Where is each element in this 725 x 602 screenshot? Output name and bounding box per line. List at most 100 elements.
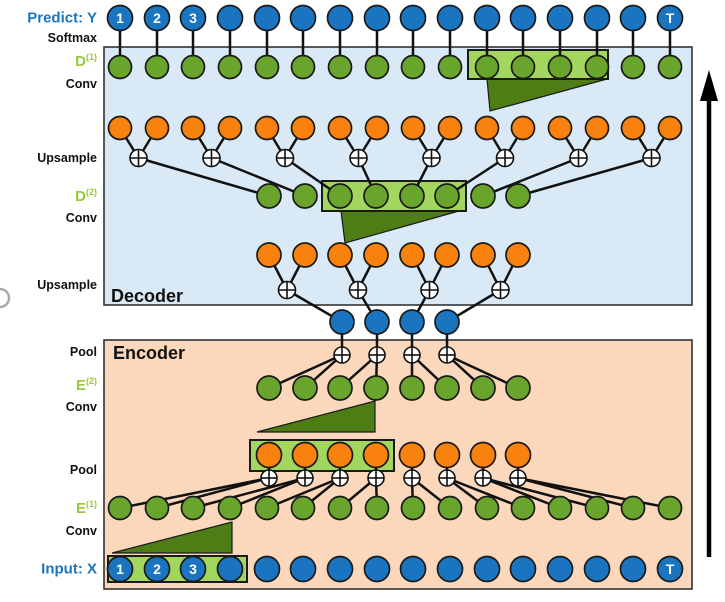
input-node-16 [656, 555, 684, 583]
edge [155, 476, 271, 510]
label-conv-d1: Conv [65, 76, 97, 91]
input-node-15 [619, 555, 647, 583]
up1-out-node-14 [584, 115, 610, 141]
input-node-9 [399, 555, 427, 583]
predict-node-12 [509, 4, 537, 32]
e1-node-4 [217, 495, 243, 521]
up1-out-node-4 [217, 115, 243, 141]
e1-node-10 [437, 495, 463, 521]
label-upsample-2: Upsample [37, 277, 97, 292]
d1-node-8 [364, 54, 390, 80]
label-input-x: Input: X [41, 560, 97, 578]
edge [228, 476, 307, 510]
input-node-label-2: 2 [153, 561, 161, 577]
input-node-7 [326, 555, 354, 583]
predict-node-1 [106, 4, 134, 32]
up1-plus-node-2 [202, 148, 221, 168]
up1-plus-node-8 [642, 148, 661, 168]
d1-node-13 [547, 54, 573, 80]
up1-out-node-16 [657, 115, 683, 141]
up1-out-node-6 [290, 115, 316, 141]
e1-node-12 [510, 495, 536, 521]
up2-out-node-7 [470, 242, 496, 268]
e1-node-8 [364, 495, 390, 521]
up1-out-node-13 [547, 115, 573, 141]
pool2-plus-node-2 [368, 346, 386, 364]
pool1-plus-node-5 [403, 469, 421, 487]
d1-node-5 [254, 54, 280, 80]
pool1-out-node-1 [255, 441, 283, 469]
input-node-13 [546, 555, 574, 583]
edge [210, 156, 307, 198]
d2-node-4 [363, 183, 389, 209]
edge-decoration-circle [0, 287, 11, 309]
d1-node-6 [290, 54, 316, 80]
input-node-label-1: 1 [116, 561, 124, 577]
d1-node-1 [107, 54, 133, 80]
d1-node-7 [327, 54, 353, 80]
up1-plus-node-5 [422, 148, 441, 168]
row-up2-out [256, 242, 531, 268]
label-pool-2: Pool [69, 344, 97, 359]
d2-node-6 [434, 183, 460, 209]
up1-out-node-15 [620, 115, 646, 141]
edge [481, 156, 580, 198]
predict-node-9 [399, 4, 427, 32]
e2-node-3 [327, 375, 353, 401]
predict-node-5 [253, 4, 281, 32]
label-predict-y: Predict: Y [27, 9, 97, 27]
row-bottleneck [329, 309, 460, 335]
edge [265, 476, 342, 510]
input-node-10 [436, 555, 464, 583]
up1-plus-node-1 [129, 148, 148, 168]
row-e2 [256, 375, 531, 401]
d2-node-1 [256, 183, 282, 209]
d1-node-3 [180, 54, 206, 80]
predict-node-3 [179, 4, 207, 32]
predict-node-label-1: 1 [116, 10, 124, 26]
label-softmax: Softmax [47, 30, 97, 45]
bottleneck-node-1 [329, 309, 355, 335]
plus-row-pool2 [333, 346, 456, 364]
e2-node-2 [292, 375, 318, 401]
e1-node-2 [144, 495, 170, 521]
predict-node-8 [363, 4, 391, 32]
input-node-6 [289, 555, 317, 583]
pool1-out-node-6 [433, 441, 461, 469]
decoder-region-box [103, 46, 693, 306]
edge [191, 476, 307, 510]
row-up1-out [107, 115, 683, 141]
pool1-out-node-5 [398, 441, 426, 469]
e2-node-7 [470, 375, 496, 401]
pool1-plus-node-2 [296, 469, 314, 487]
predict-node-6 [289, 4, 317, 32]
e1-node-11 [474, 495, 500, 521]
e2-node-8 [505, 375, 531, 401]
pool1-plus-node-3 [331, 469, 349, 487]
plus-row-up2 [277, 280, 510, 300]
plus-row-up1 [129, 148, 661, 168]
up2-out-node-5 [399, 242, 425, 268]
plus-row-pool1 [260, 469, 527, 487]
edge [118, 476, 271, 510]
pool1-out-node-2 [291, 441, 319, 469]
pool1-out-node-8 [504, 441, 532, 469]
input-node-5 [253, 555, 281, 583]
predict-node-14 [583, 4, 611, 32]
e1-filter-triangle [111, 521, 233, 554]
input-node-11 [473, 555, 501, 583]
pool1-plus-node-6 [438, 469, 456, 487]
predict-node-7 [326, 4, 354, 32]
predict-node-16 [656, 4, 684, 32]
up2-plus-node-4 [491, 280, 510, 300]
pool1-plus-node-4 [367, 469, 385, 487]
up2-out-node-6 [434, 242, 460, 268]
up2-out-node-3 [327, 242, 353, 268]
d1-node-12 [510, 54, 536, 80]
input-node-12 [509, 555, 537, 583]
e1-node-7 [327, 495, 353, 521]
e1-node-6 [290, 495, 316, 521]
